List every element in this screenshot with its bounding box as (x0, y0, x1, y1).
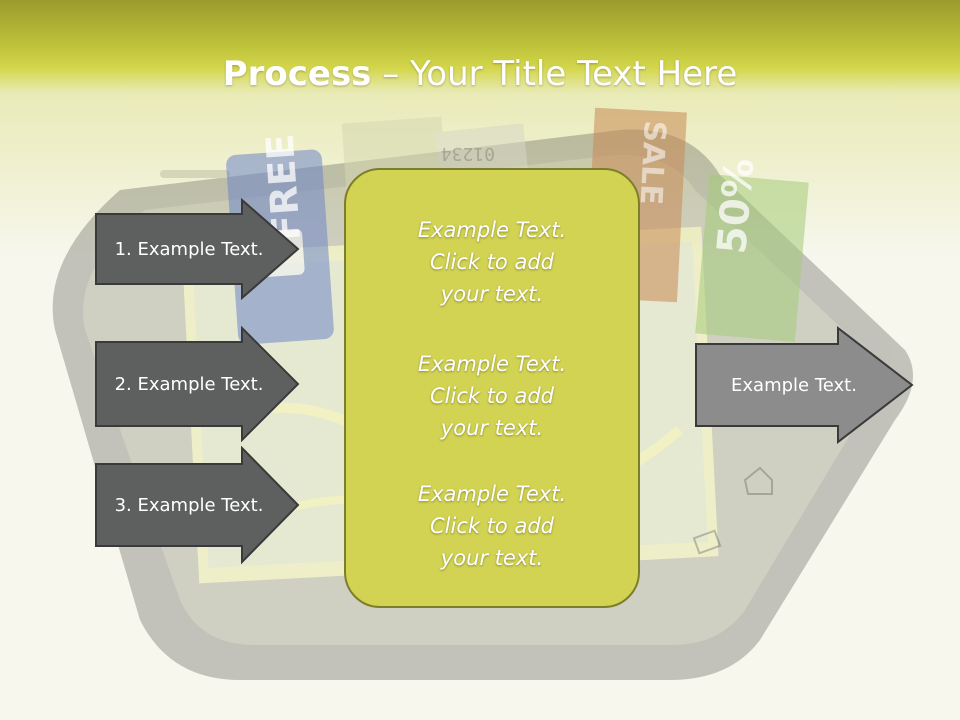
arrow-shape (95, 326, 300, 442)
sale-tag-text: SALE (633, 120, 672, 206)
right-arrow-label: Example Text. (731, 374, 857, 396)
center-item-1-line1: Example Text. (417, 218, 567, 242)
center-item-2-line1: Example Text. (417, 352, 567, 376)
home-key-icon (743, 466, 773, 495)
center-item-2: Example Text. Click to add your text. (346, 348, 638, 444)
center-item-3-line3: your text. (440, 546, 544, 570)
center-item-3-line2: Click to add (429, 514, 554, 538)
arrow-shape (95, 446, 300, 564)
left-arrow-1[interactable]: 1. Example Text. (94, 198, 300, 300)
title-rest-text: – Your Title Text Here (371, 54, 738, 94)
coupon-number-text: 01234 (441, 143, 495, 164)
center-item-1-line2: Click to add (429, 250, 554, 274)
slide-title[interactable]: Process – Your Title Text Here (0, 52, 960, 96)
arrow-shape (95, 198, 300, 300)
back-key-icon (692, 529, 722, 555)
right-arrow[interactable]: Example Text. (694, 326, 914, 444)
center-item-3-line1: Example Text. (417, 482, 567, 506)
left-arrow-1-label: 1. Example Text. (114, 238, 264, 260)
center-item-3: Example Text. Click to add your text. (346, 478, 638, 574)
center-item-1-line3: your text. (440, 282, 544, 306)
center-item-2-line3: your text. (440, 416, 544, 440)
center-item-2-line2: Click to add (429, 384, 554, 408)
arrow-shape (695, 326, 914, 444)
left-arrow-2[interactable]: 2. Example Text. (94, 326, 300, 442)
title-bold-text: Process (222, 54, 372, 94)
fifty-percent-tag-text: 50% (709, 156, 763, 255)
left-arrow-2-label: 2. Example Text. (114, 373, 264, 395)
left-arrow-3[interactable]: 3. Example Text. (94, 446, 300, 564)
center-item-1: Example Text. Click to add your text. (346, 214, 638, 310)
left-arrow-3-label: 3. Example Text. (114, 494, 264, 516)
center-text-box[interactable]: Example Text. Click to add your text. Ex… (344, 168, 640, 608)
